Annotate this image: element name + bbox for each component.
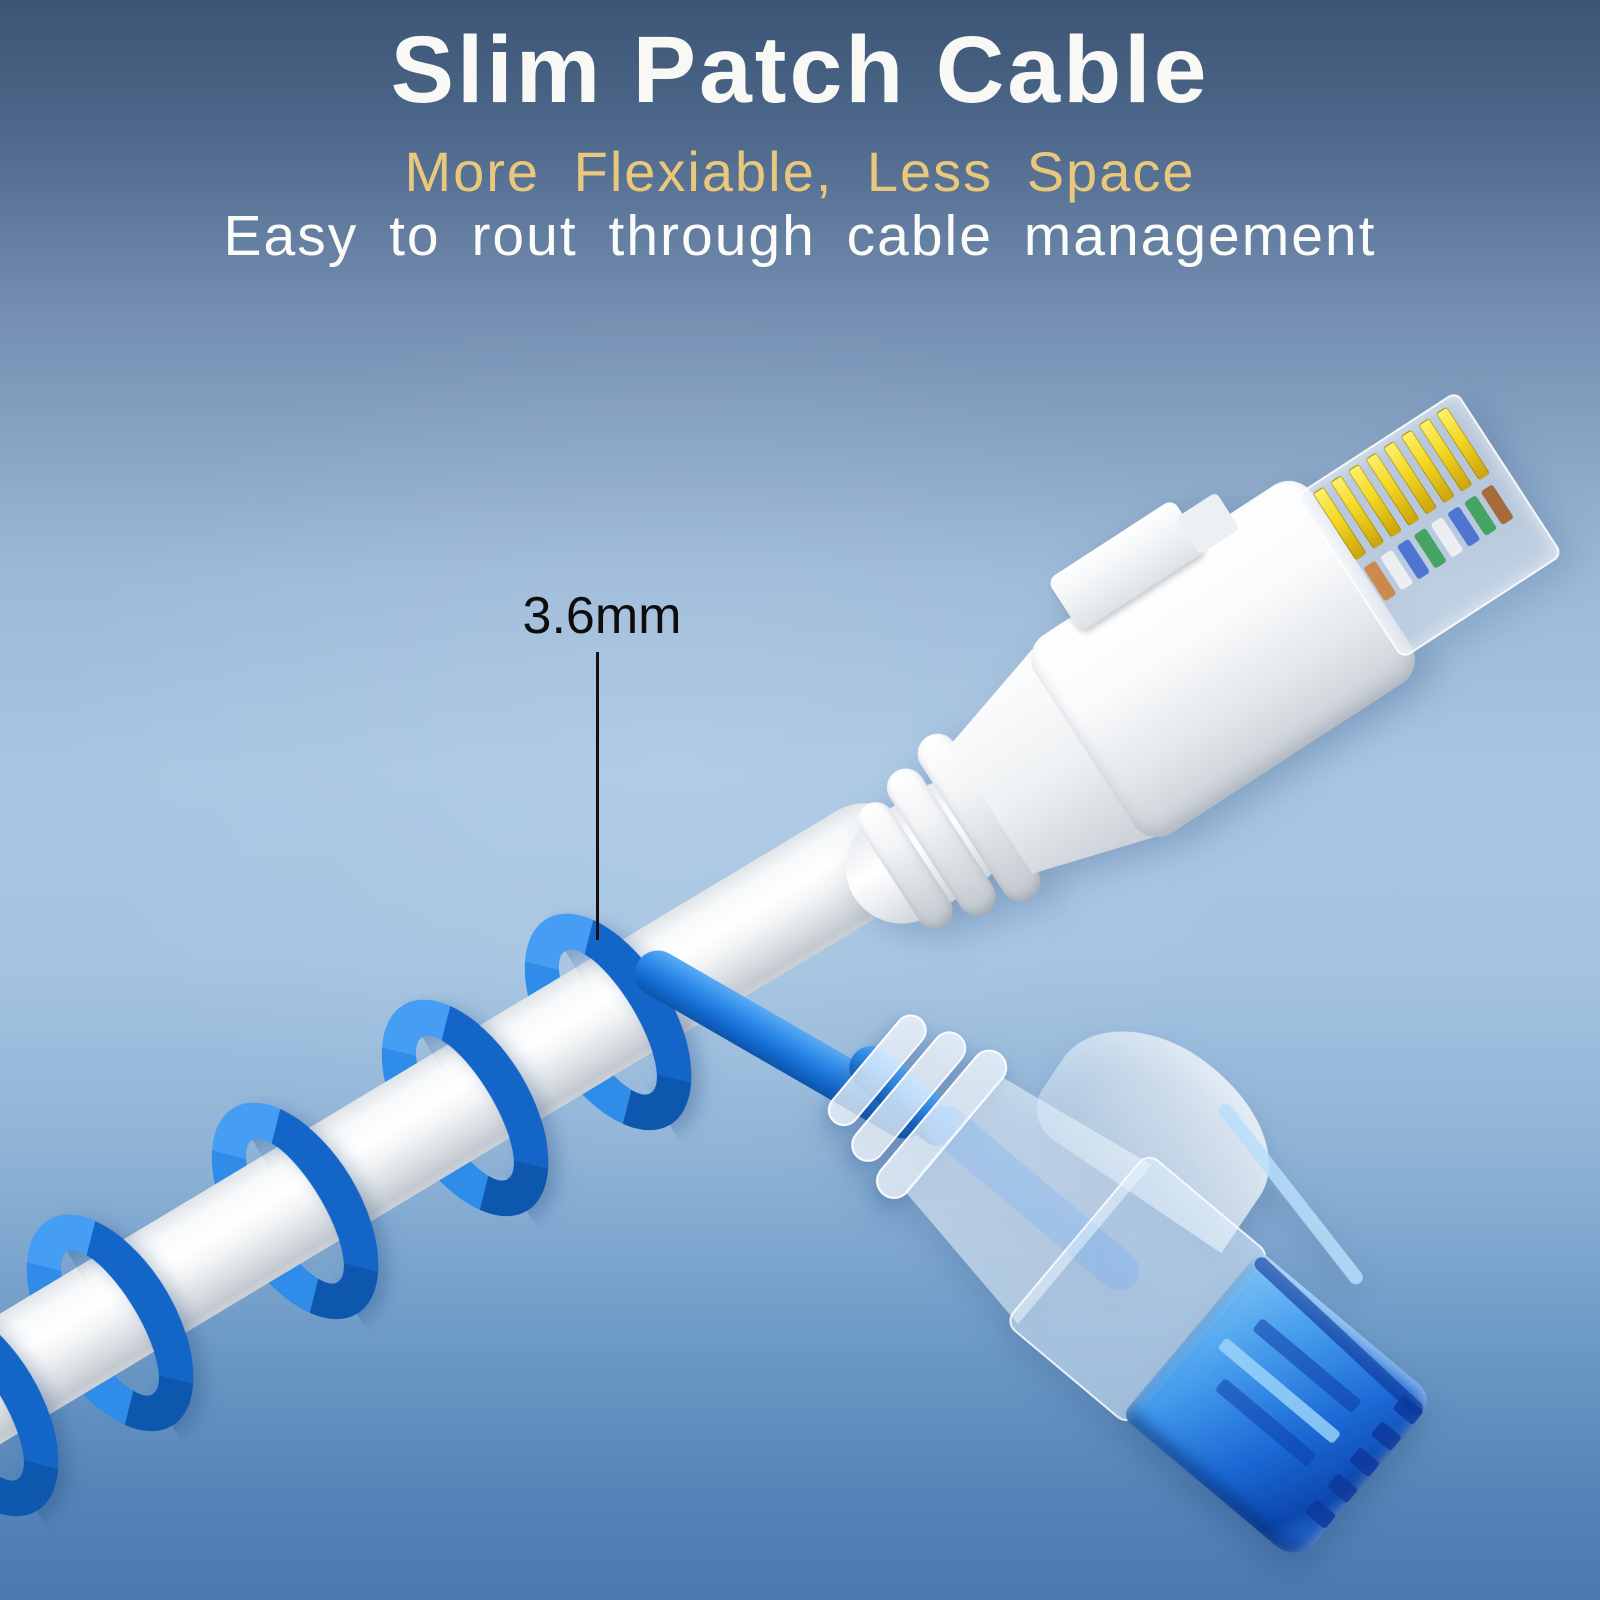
blue-rj45-connector <box>762 937 1504 1600</box>
diameter-label: 3.6mm <box>522 587 682 645</box>
diameter-pointer-line <box>596 652 599 940</box>
subtitle-tagline: Easy to rout through cable management <box>223 204 1377 268</box>
subtitle-accent: More Flexiable, Less Space <box>404 140 1196 203</box>
white-rj45-connector <box>793 329 1600 1011</box>
page-title: Slim Patch Cable <box>390 17 1210 123</box>
